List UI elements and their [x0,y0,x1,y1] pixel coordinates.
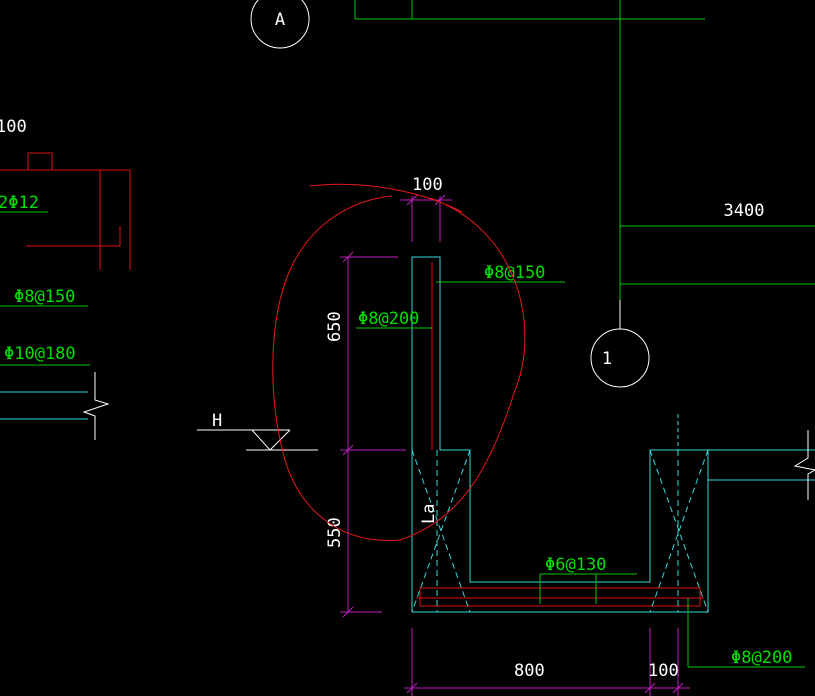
wall-rebar [416,262,704,607]
label-phi8-200-wall: Φ8@200 [358,309,419,329]
left-rebar-detail [0,152,131,270]
dim-100-left: 100 [0,117,27,137]
dim-horizontal-base [404,628,690,696]
label-phi8-150-left: Φ8@150 [14,287,75,307]
grid-label-1: 1 [602,349,612,369]
dim-550-text: 550 [325,517,345,548]
level-mark-h: H [212,411,222,431]
base-hatching [411,449,709,613]
left-slab-break [0,372,110,440]
top-green-lines [354,0,815,300]
label-phi8-200-base: Φ8@200 [731,648,792,668]
dim-3400: 3400 [724,201,765,221]
grid-bubble-1: 1 [590,300,650,388]
level-mark: H [197,411,318,451]
wall-outline [411,256,815,613]
dim-top-100 [400,194,452,242]
anchorage-la: La [419,504,439,524]
grid-label-a: A [275,10,285,30]
label-phi6-130: Φ6@130 [545,555,606,575]
dim-vertical [340,251,406,618]
dim-3400-text: 3400 [724,201,765,221]
dim-100-base-text: 100 [648,661,679,681]
label-2phi12: 2Φ12 [0,193,39,213]
dim-650-text: 650 [325,311,345,342]
grid-bubble-a: A [250,0,310,49]
label-phi10-180: Φ10@180 [4,344,76,364]
label-phi8-150-wall: Φ8@150 [484,263,545,283]
dim-800-text: 800 [514,661,545,681]
dim-100-top: 100 [412,175,443,195]
markup-circle [272,183,526,541]
